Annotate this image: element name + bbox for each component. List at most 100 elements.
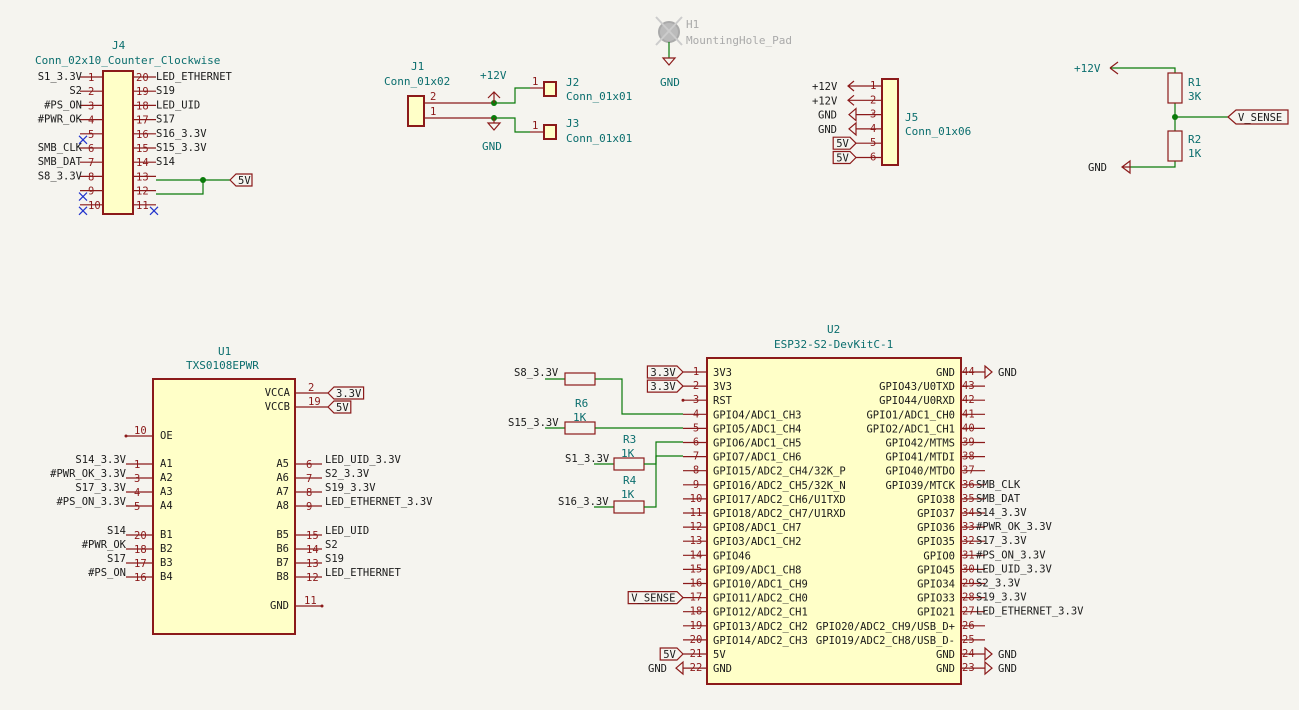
connector-j3[interactable]: 1 J3 Conn_01x01 <box>530 117 632 145</box>
pin-name: GPIO9/ADC1_CH8 <box>713 564 802 576</box>
net-label: GND <box>818 124 837 136</box>
j5-body <box>881 78 899 166</box>
svg-text:1K: 1K <box>1188 147 1202 160</box>
pin-number: 1 <box>134 459 140 471</box>
pin-name: A2 <box>160 472 173 484</box>
u1-body <box>152 378 296 635</box>
pin-number: 6 <box>693 437 699 449</box>
svg-text:V_SENSE: V_SENSE <box>1238 112 1282 124</box>
pin-number: 11 <box>136 200 149 212</box>
net-label: LED_ETHERNET_3.3V <box>976 606 1084 618</box>
voltage-divider[interactable]: +12V R1 3K R2 1K V_SENSE GND <box>1074 61 1289 175</box>
pin-name: GND <box>713 663 732 675</box>
mounting-hole-h1[interactable]: H1 MountingHole_Pad GND <box>655 16 792 89</box>
j2-ref: J2 <box>566 76 579 89</box>
pin-number: 16 <box>690 578 703 590</box>
pin-name: B6 <box>276 543 289 555</box>
net-label: SMB_CLK <box>38 142 83 154</box>
pin-name: GPIO14/ADC2_CH3 <box>713 635 808 647</box>
pin-number: 15 <box>136 143 149 155</box>
pin-name: 5V <box>713 649 726 661</box>
net-label: S16_3.3V <box>558 496 609 508</box>
j3-value: Conn_01x01 <box>566 132 632 145</box>
pin-number: 19 <box>690 620 703 632</box>
pin-name: GPIO38 <box>917 494 955 506</box>
pin-name: GPIO7/ADC1_CH6 <box>713 452 802 464</box>
net-label: #PS_ON <box>88 567 126 579</box>
pin-number: 2 <box>870 94 876 106</box>
net-label: S2 <box>325 539 338 551</box>
net-label: SMB_DAT <box>976 493 1021 505</box>
pin-name: RST <box>713 395 733 407</box>
net-flag-label: 3.3V <box>650 367 676 379</box>
j4-body <box>102 70 134 215</box>
resistor-ref: R4 <box>623 474 637 487</box>
pin-number: 19 <box>308 396 321 408</box>
j1-value: Conn_01x02 <box>384 75 450 88</box>
pin-number: 22 <box>690 662 703 674</box>
pin-number: 25 <box>962 634 975 646</box>
pin-name: GPIO6/ADC1_CH5 <box>713 438 802 450</box>
net-label: GND <box>818 110 837 122</box>
net-label: GND <box>998 649 1017 661</box>
net-label: S16_3.3V <box>156 128 207 140</box>
series-resistors[interactable]: S8_3.3VS15_3.3VR61KS1_3.3VR31KS16_3.3VR4… <box>508 367 683 514</box>
pin-name: GPIO8/ADC1_CH7 <box>713 522 802 534</box>
pin-number: 1 <box>88 72 94 84</box>
j1-wires <box>494 87 530 133</box>
svg-text:+12V: +12V <box>1074 62 1101 75</box>
h1-ref: H1 <box>686 18 699 31</box>
pin-name: GPIO3/ADC1_CH2 <box>713 536 802 548</box>
svg-text:10: 10 <box>134 425 147 437</box>
pin-number: 35 <box>962 493 975 505</box>
net-label: S19_3.3V <box>325 482 376 494</box>
pin-number: 30 <box>962 563 975 575</box>
connector-j1[interactable]: J1 Conn_01x02 2 1 <box>384 60 494 127</box>
pin-name: GPIO4/ADC1_CH3 <box>713 409 802 421</box>
connector-j2[interactable]: 1 J2 Conn_01x01 <box>530 76 632 103</box>
pin-name: GPIO46 <box>713 550 751 562</box>
pin-number: 18 <box>134 544 147 556</box>
u2-value: ESP32-S2-DevKitC-1 <box>774 338 893 351</box>
pin-name: VCCA <box>265 387 291 399</box>
resistor-ref: R6 <box>575 397 588 410</box>
h1-gnd: GND <box>660 76 680 89</box>
j1-ref: J1 <box>411 60 424 73</box>
j4-5v-wire <box>156 179 230 195</box>
pin-name: 3V3 <box>713 367 732 379</box>
pin-name: B5 <box>276 529 289 541</box>
net-flag-label: 5V <box>836 138 849 150</box>
u2-body <box>706 357 962 685</box>
net-label: S2 <box>69 85 82 97</box>
pin-number: 16 <box>134 572 147 584</box>
pin-number: 39 <box>962 437 975 449</box>
pin-number: 14 <box>690 549 703 561</box>
net-label: S14 <box>107 525 126 537</box>
pin-number: 13 <box>306 558 319 570</box>
pin-name: GPIO41/MTDI <box>885 452 955 464</box>
pin-number: 6 <box>306 459 312 471</box>
j3-ref: J3 <box>566 117 579 130</box>
r1-resistor <box>1167 72 1183 104</box>
pin-name: B1 <box>160 529 173 541</box>
net-label: #PS_ON_3.3V <box>56 496 126 508</box>
pin-number: 12 <box>690 521 703 533</box>
net-label: LED_UID <box>156 99 200 111</box>
net-label: S17_3.3V <box>976 535 1027 547</box>
pin-name: GPIO40/MTDO <box>885 466 955 478</box>
net-label: S1_3.3V <box>38 71 83 83</box>
j5-value: Conn_01x06 <box>905 125 971 138</box>
svg-text:GND: GND <box>482 140 502 153</box>
net-label: S2_3.3V <box>976 578 1021 590</box>
pin-number: 28 <box>962 592 975 604</box>
net-label: #PS_ON_3.3V <box>976 549 1046 561</box>
net-label: LED_ETHERNET <box>156 71 233 83</box>
pin-number: 5 <box>870 137 876 149</box>
net-label: S15_3.3V <box>156 142 207 154</box>
pin-number: 5 <box>88 129 94 141</box>
